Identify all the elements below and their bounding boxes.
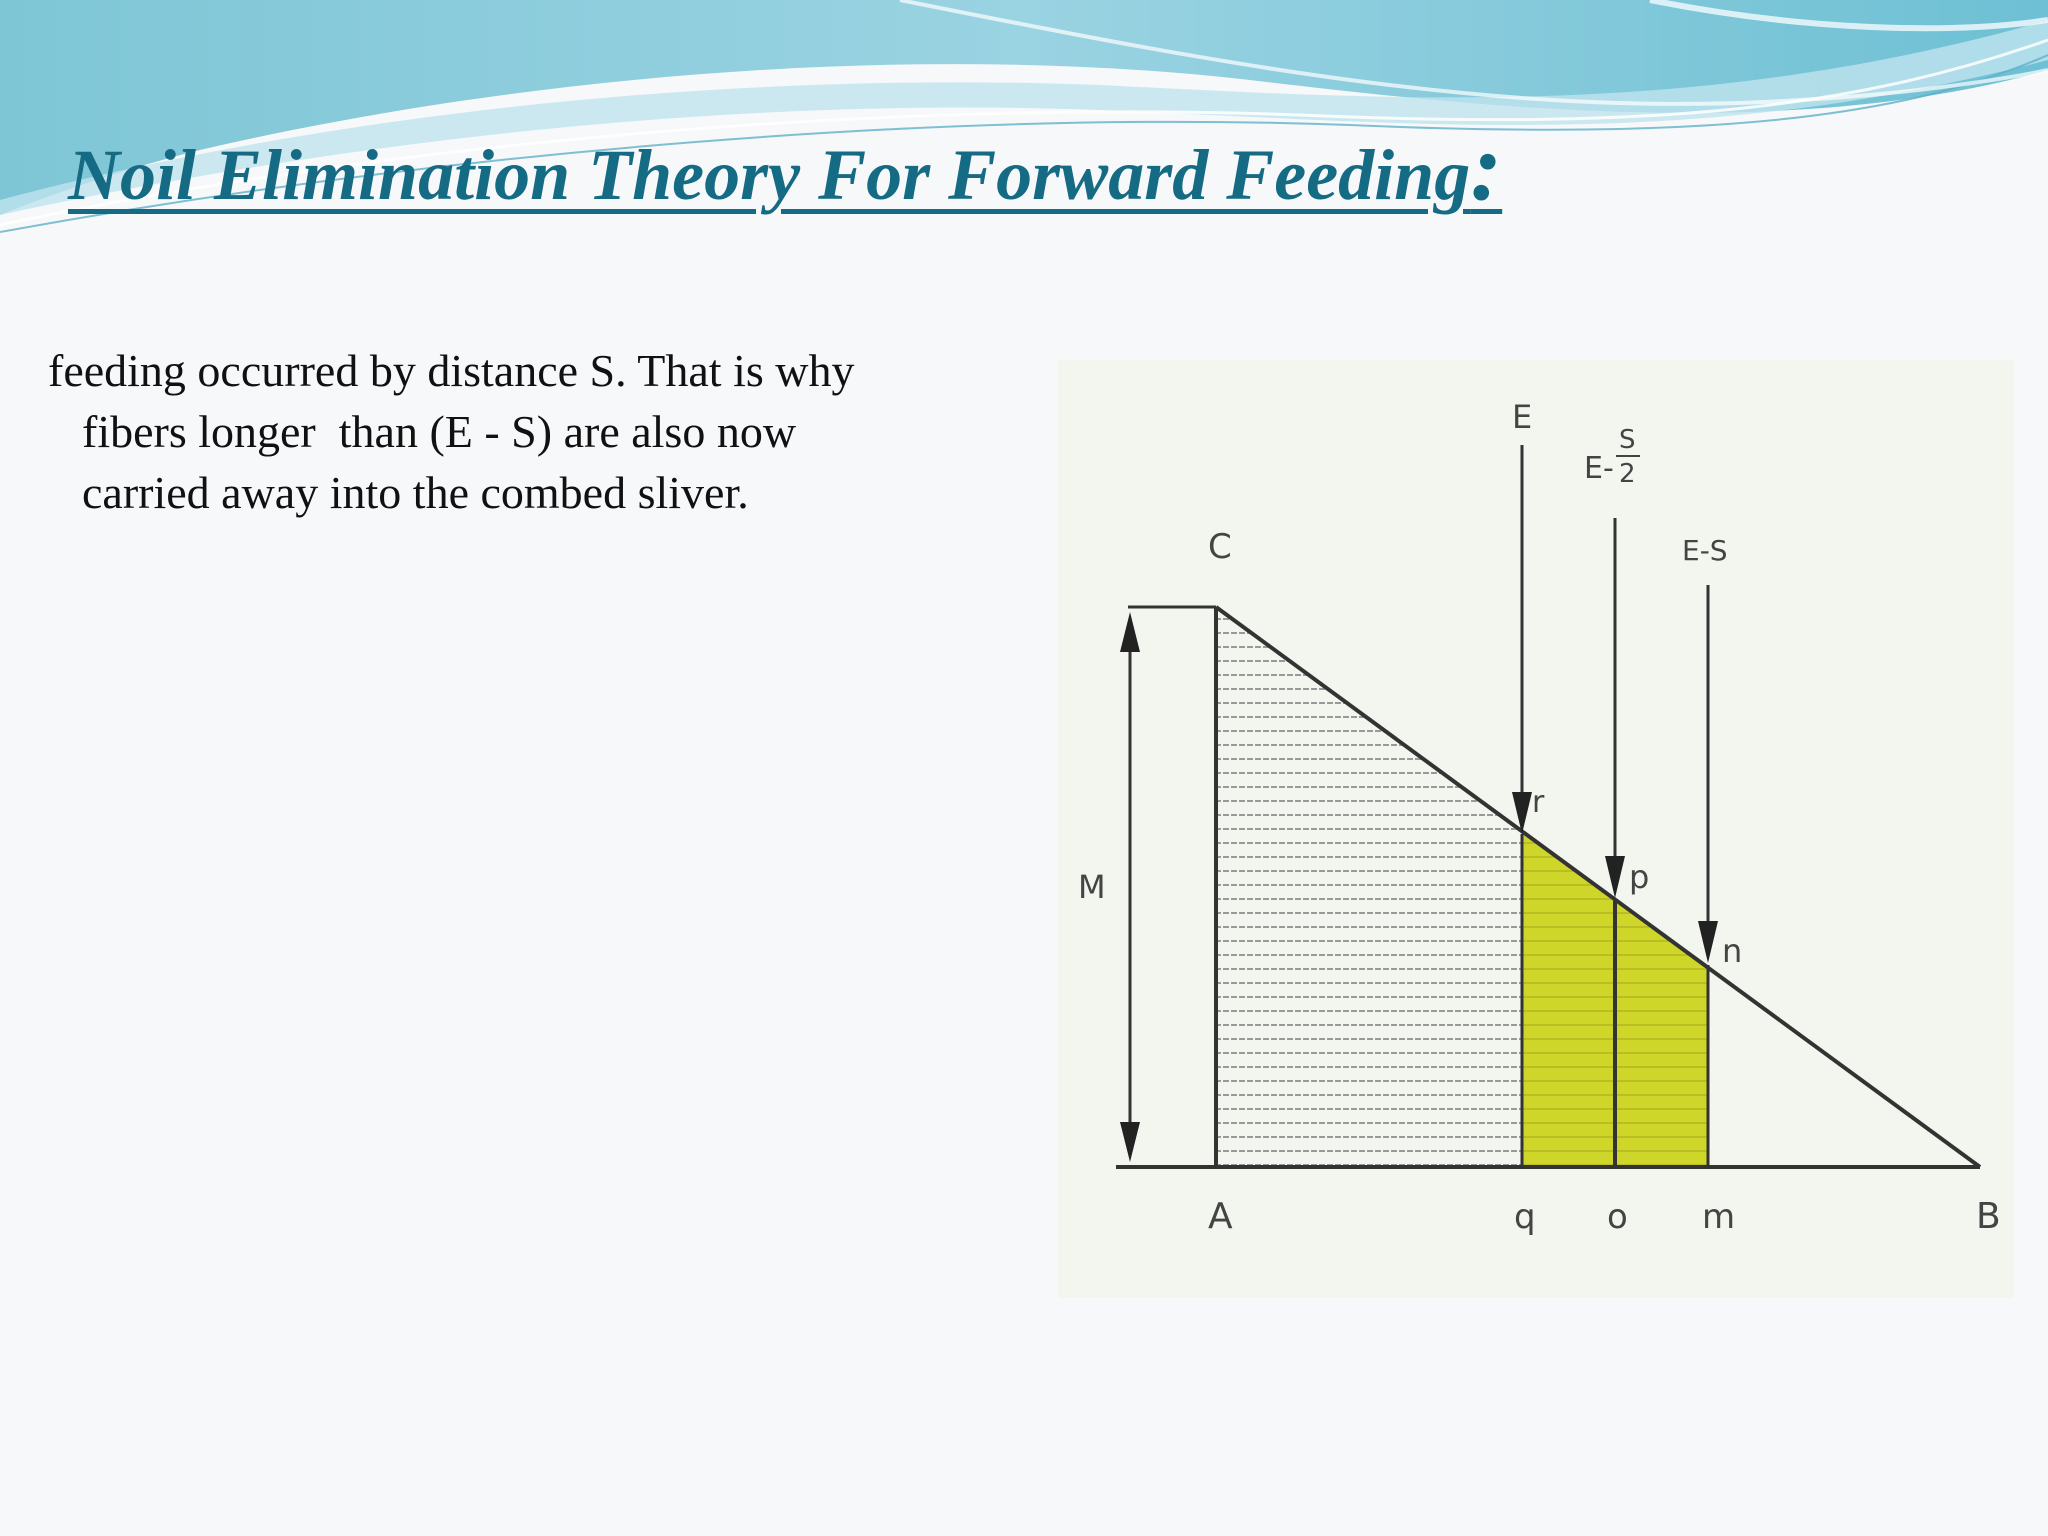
- hatched-region-acrq: [1216, 607, 1522, 1167]
- slide-title-text: Noil Elimination Theory For Forward Feed…: [68, 135, 1471, 215]
- noil-elimination-diagram: C A B q o m r p n M E E- S 2 E-S: [1058, 360, 2014, 1298]
- label-e: E: [1512, 398, 1532, 436]
- body-paragraph: feeding occurred by distance S. That is …: [48, 340, 988, 523]
- body-line-1: feeding occurred by distance S. That is …: [48, 345, 855, 396]
- label-n: n: [1722, 932, 1742, 970]
- line-cb: [1214, 605, 1982, 1169]
- label-a: A: [1208, 1196, 1233, 1237]
- label-e-s: E-S: [1682, 534, 1728, 567]
- label-r: r: [1532, 785, 1545, 820]
- body-line-3: carried away into the combed sliver.: [82, 467, 749, 518]
- arrow-e-head-icon: [1512, 792, 1532, 834]
- header-wave-decoration: [0, 0, 2048, 233]
- slide-title: Noil Elimination Theory For Forward Feed…: [68, 112, 1502, 222]
- label-m-dimension: M: [1078, 868, 1106, 906]
- m-arrow-down-icon: [1120, 1122, 1140, 1162]
- label-b: B: [1976, 1196, 2001, 1237]
- label-m: m: [1702, 1197, 1735, 1237]
- slide-title-colon: :: [1470, 113, 1503, 220]
- m-arrow-up-icon: [1120, 612, 1140, 652]
- label-es2-numerator: S: [1619, 425, 1636, 455]
- arrow-es-head-icon: [1698, 921, 1718, 963]
- label-es2-denominator: 2: [1619, 459, 1636, 489]
- body-line-2: fibers longer than (E - S) are also now: [82, 406, 797, 457]
- label-p: p: [1629, 858, 1649, 896]
- label-c: C: [1208, 527, 1232, 567]
- arrow-es2-head-icon: [1605, 856, 1625, 898]
- label-es2-e: E-: [1584, 451, 1614, 486]
- label-o: o: [1607, 1197, 1628, 1237]
- label-q: q: [1514, 1197, 1536, 1237]
